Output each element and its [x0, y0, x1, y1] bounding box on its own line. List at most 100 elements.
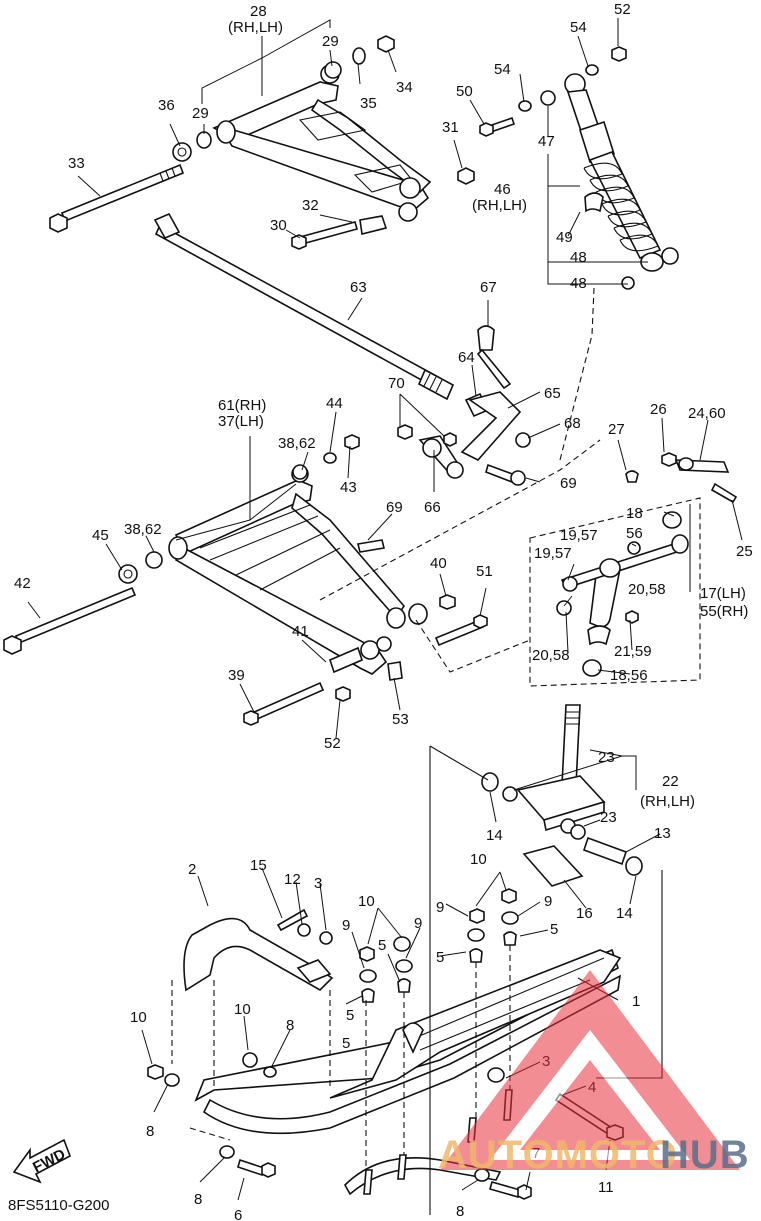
callout-9d: 9	[414, 915, 422, 932]
callout-39: 39	[228, 667, 245, 684]
callout-5b: 5	[436, 949, 444, 966]
callout-68: 68	[564, 415, 581, 432]
watermark-text-b: HUB	[660, 1133, 750, 1177]
bolt-30	[291, 221, 358, 250]
callout-28: 28	[250, 3, 267, 20]
callout-16: 16	[576, 905, 593, 922]
callout-21-59: 21,59	[614, 643, 652, 660]
callout-45: 45	[92, 527, 109, 544]
callout-48a: 48	[570, 249, 587, 266]
fwd-arrow: FWD	[12, 1138, 71, 1184]
callout-49: 49	[556, 229, 573, 246]
callout-52a: 52	[614, 1, 631, 18]
callout-19-57a: 19,57	[560, 527, 598, 544]
shock-absorber	[479, 46, 679, 290]
callout-66: 66	[424, 499, 441, 516]
callout-40: 40	[430, 555, 447, 572]
callout-20-58b: 20,58	[532, 647, 570, 664]
callout-8d: 8	[456, 1203, 464, 1220]
callout-51: 51	[476, 563, 493, 580]
callout-70: 70	[388, 375, 405, 392]
callout-42: 42	[14, 575, 31, 592]
callout-30: 30	[270, 217, 287, 234]
spindle-shaft	[481, 704, 643, 887]
callout-14a: 14	[486, 827, 503, 844]
callout-69a: 69	[560, 475, 577, 492]
callout-9c: 9	[342, 917, 350, 934]
lower-arm-hardware	[3, 434, 488, 726]
callout-8a: 8	[286, 1017, 294, 1034]
callout-8c: 8	[194, 1191, 202, 1208]
upper-arm-hardware	[172, 35, 475, 235]
callout-25: 25	[736, 543, 753, 560]
callout-22-sub: (RH,LH)	[640, 793, 695, 810]
callout-46-sub: (RH,LH)	[472, 197, 527, 214]
callout-29b: 29	[192, 105, 209, 122]
callout-24-60: 24,60	[688, 405, 726, 422]
callout-53: 53	[392, 711, 409, 728]
callout-48b: 48	[570, 275, 587, 292]
callout-5c: 5	[378, 937, 386, 954]
callout-labels: 28 (RH,LH) 29 35 34 36 29 31 33 32 30 52…	[8, 1, 753, 1221]
watermark-logo	[440, 970, 740, 1170]
callout-10b: 10	[358, 893, 375, 910]
callout-46: 46	[494, 181, 511, 198]
callout-52b: 52	[324, 735, 341, 752]
reference-lines	[319, 287, 701, 687]
callout-32: 32	[302, 197, 319, 214]
callout-3a: 3	[314, 875, 322, 892]
bolt-33	[49, 163, 185, 233]
callout-38-62a: 38,62	[278, 435, 316, 452]
callout-43: 43	[340, 479, 357, 496]
callout-31: 31	[442, 119, 459, 136]
callout-55: 55(RH)	[700, 603, 748, 620]
callout-65: 65	[544, 385, 561, 402]
link-assembly	[397, 325, 531, 486]
callout-29: 29	[322, 33, 339, 50]
callout-20-58a: 20,58	[628, 581, 666, 598]
callout-36: 36	[158, 97, 175, 114]
callout-18-56: 18,56	[610, 667, 648, 684]
callout-54b: 54	[494, 61, 511, 78]
watermark-text-a: AUTOMOTO	[438, 1133, 678, 1177]
callout-67: 67	[480, 279, 497, 296]
callout-34: 34	[396, 79, 413, 96]
callout-10d: 10	[234, 1001, 251, 1018]
callout-22: 22	[662, 773, 679, 790]
callout-35: 35	[360, 95, 377, 112]
callout-69b: 69	[386, 499, 403, 516]
callout-37: 37(LH)	[218, 413, 264, 430]
callout-11: 11	[598, 1179, 614, 1196]
callout-23b: 23	[600, 809, 617, 826]
rod-63	[153, 212, 455, 401]
callout-5a: 5	[550, 921, 558, 938]
callout-13: 13	[654, 825, 671, 842]
callout-56: 56	[626, 525, 643, 542]
callout-44: 44	[326, 395, 343, 412]
callout-15: 15	[250, 857, 267, 874]
callout-8b: 8	[146, 1123, 154, 1140]
callout-1: 1	[632, 993, 640, 1010]
callout-33: 33	[68, 155, 85, 172]
callout-38-62b: 38,62	[124, 521, 162, 538]
callout-41: 41	[292, 623, 309, 640]
steering-spindle	[556, 452, 738, 677]
callout-2: 2	[188, 861, 196, 878]
callout-64: 64	[458, 349, 475, 366]
callout-5d: 5	[346, 1007, 354, 1024]
callout-18a: 18	[626, 505, 643, 522]
callout-19-57b: 19,57	[534, 545, 572, 562]
callout-12: 12	[284, 871, 301, 888]
callout-47: 47	[538, 133, 555, 150]
lower-a-arm	[168, 465, 428, 675]
watermark-text: AUTOMOTO HUB	[438, 1133, 750, 1177]
leader-lines	[27, 18, 743, 1201]
callout-10c: 10	[130, 1009, 147, 1026]
callout-9b: 9	[544, 893, 552, 910]
callout-26: 26	[650, 401, 667, 418]
callout-23a: 23	[598, 749, 615, 766]
callout-6: 6	[234, 1207, 242, 1221]
diagram-code: 8FS5110-G200	[8, 1197, 109, 1214]
